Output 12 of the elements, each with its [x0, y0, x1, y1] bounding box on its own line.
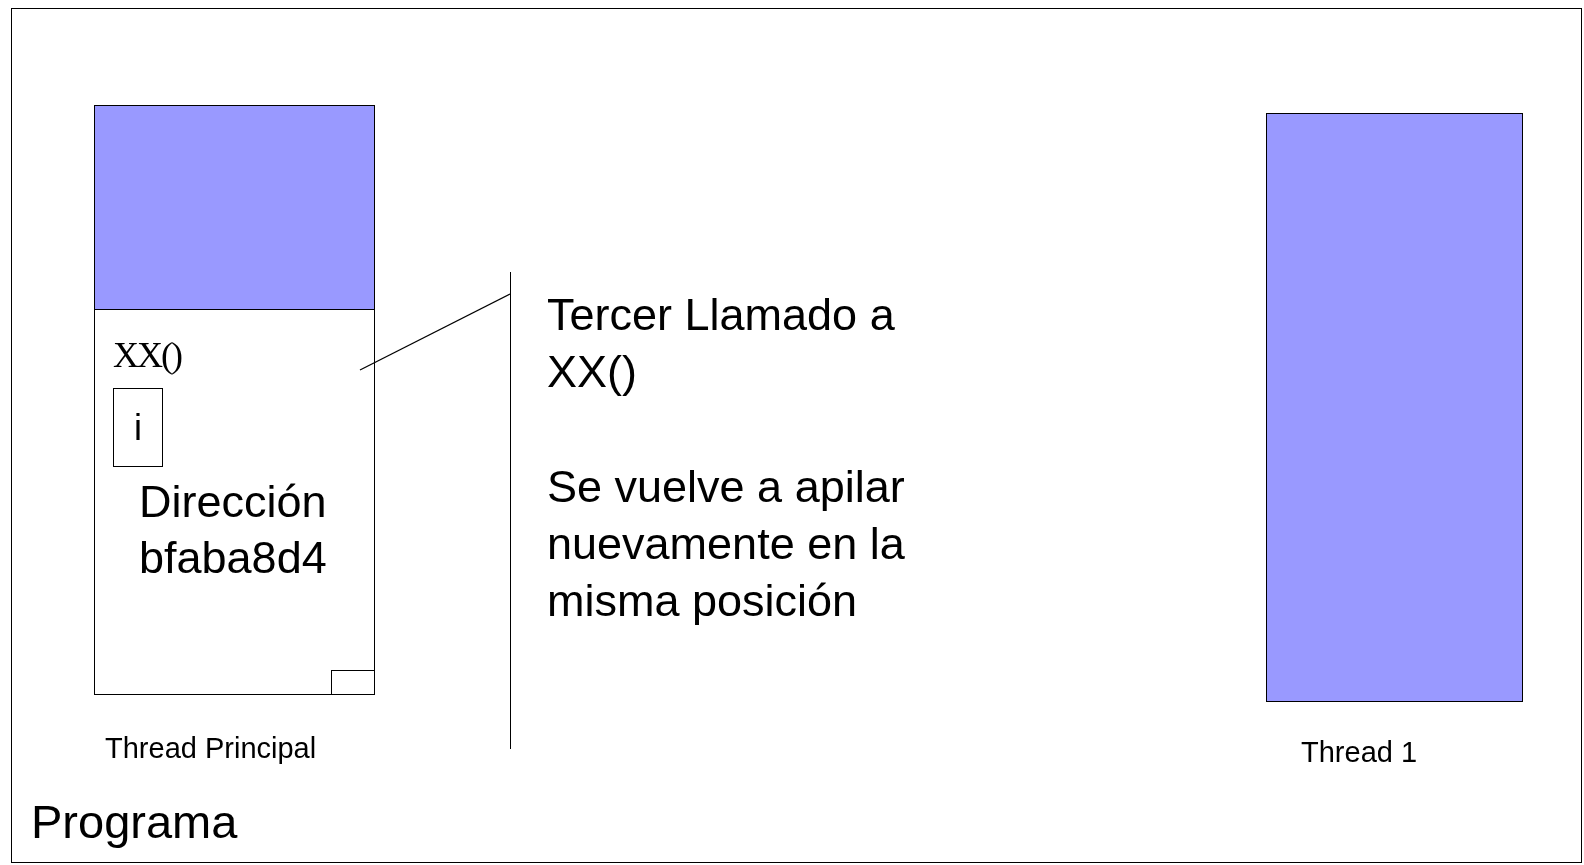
function-name: XX()	[113, 334, 181, 376]
leader-line	[359, 293, 511, 371]
thread-label: Thread 1	[1301, 736, 1418, 769]
address-text: Dirección bfaba8d4	[139, 475, 328, 585]
variable-box: i	[113, 388, 163, 467]
callout-title: Tercer Llamado a XX()	[547, 288, 896, 399]
program-frame	[11, 8, 1582, 863]
thread-label: Thread Principal	[105, 732, 317, 765]
program-label: Programa	[31, 794, 238, 849]
callout-text: Se vuelve a apilar nuevamente en la misma posición	[547, 460, 906, 628]
stack-region	[94, 105, 375, 310]
variable-box	[331, 670, 375, 695]
